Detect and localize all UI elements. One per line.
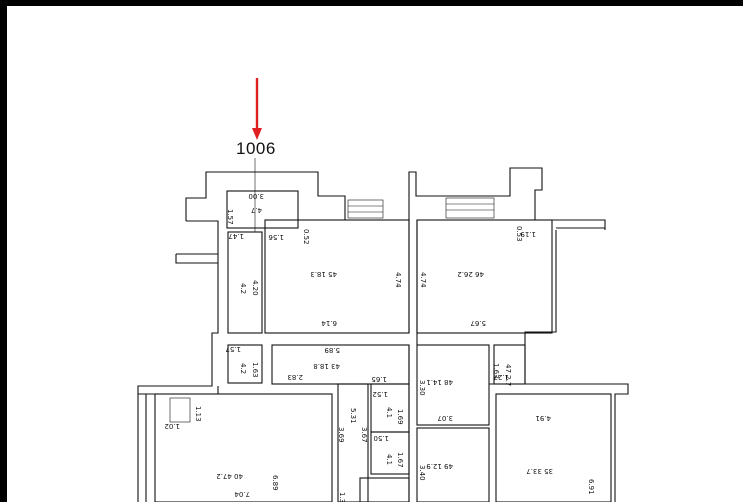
- dim-r7-a: 1.63: [492, 363, 500, 379]
- room-code-r7: 47 2.7: [504, 364, 512, 386]
- dim-r3-d: 0.52: [302, 229, 310, 245]
- room-code-r8: 48 14.1: [426, 378, 453, 386]
- dim-r1-a: 3.00: [248, 192, 264, 200]
- dim-r2-a: 4.20: [251, 280, 259, 296]
- dim-r13-a: 4.91: [535, 414, 551, 422]
- left-border: [0, 0, 7, 502]
- dim-r3-a: 4.74: [394, 272, 402, 288]
- dim-r6-b: 2.83: [287, 373, 303, 381]
- dim-r1-b: 1.57: [226, 209, 234, 225]
- dim-r15-c: 3.67: [360, 427, 368, 443]
- dim-r6-a: 5.89: [324, 346, 340, 354]
- dim-r5-a: 1.57: [225, 345, 241, 353]
- dim-r9-b: 1.52: [372, 390, 388, 398]
- marker-label: 1006: [236, 139, 276, 158]
- dim-r7-b: 1.27: [493, 373, 509, 381]
- dim-r11-a: 3.40: [418, 465, 426, 481]
- dim-r9-c: 1.69: [396, 409, 404, 425]
- dim-r4-a: 4.74: [419, 272, 427, 288]
- room-code-r4: 46 26.2: [457, 270, 484, 278]
- marker-arrow: [252, 78, 262, 140]
- dim-r10-b: 1.67: [396, 452, 404, 468]
- dim-r3-b: 6.14: [321, 319, 337, 327]
- dim-r13-b: 6.91: [587, 479, 595, 495]
- dimension-labels: 3.00 1.57 4.20 1.47 4.74 6.14 1.56 0.52 …: [164, 192, 595, 502]
- room-code-r11: 49 12.9: [426, 462, 453, 470]
- dim-r14-a: 1.13: [194, 406, 202, 422]
- dim-r5-b: 1.63: [251, 362, 259, 378]
- room-code-r1: 4.7: [251, 206, 262, 214]
- dim-r14-b: 1.02: [164, 422, 180, 430]
- dim-r4-d: 1.19: [520, 230, 536, 238]
- dim-r16-a: 1.39: [338, 492, 346, 502]
- room-code-r2: 4.2: [239, 283, 247, 294]
- room-code-r6: 43 18.8: [313, 362, 340, 370]
- room-code-r5: 4.2: [239, 363, 247, 374]
- room-code-r9: 4.1: [385, 407, 393, 418]
- room-codes: 4.7 4.2 45 18.3 46 26.2 4.2 43 18.8 47 2…: [216, 206, 553, 480]
- dim-r12-b: 6.89: [271, 475, 279, 491]
- room-code-r3: 45 18.3: [310, 270, 337, 278]
- dim-r4-b: 5.67: [470, 319, 486, 327]
- dim-r2-b: 1.47: [228, 232, 244, 240]
- room-code-r10: 4.1: [385, 454, 393, 465]
- room-code-r13: 35 33.7: [526, 467, 553, 475]
- dim-r10-a: 1.50: [373, 434, 389, 442]
- inner-walls: [154, 190, 615, 502]
- dim-r12-a: 7.04: [234, 490, 250, 498]
- dim-r15-a: 5.31: [349, 408, 357, 424]
- dim-r4-c: 0.53: [515, 226, 523, 242]
- dim-r8-b: 3.07: [437, 414, 453, 422]
- top-border: [0, 0, 743, 6]
- dim-r3-c: 1.56: [268, 233, 284, 241]
- dim-r8-a: 3.30: [418, 380, 426, 396]
- dim-r15-b: 3.69: [337, 427, 345, 443]
- room-code-r12: 40 47.2: [216, 472, 243, 480]
- dim-r9-a: 1.65: [371, 375, 387, 383]
